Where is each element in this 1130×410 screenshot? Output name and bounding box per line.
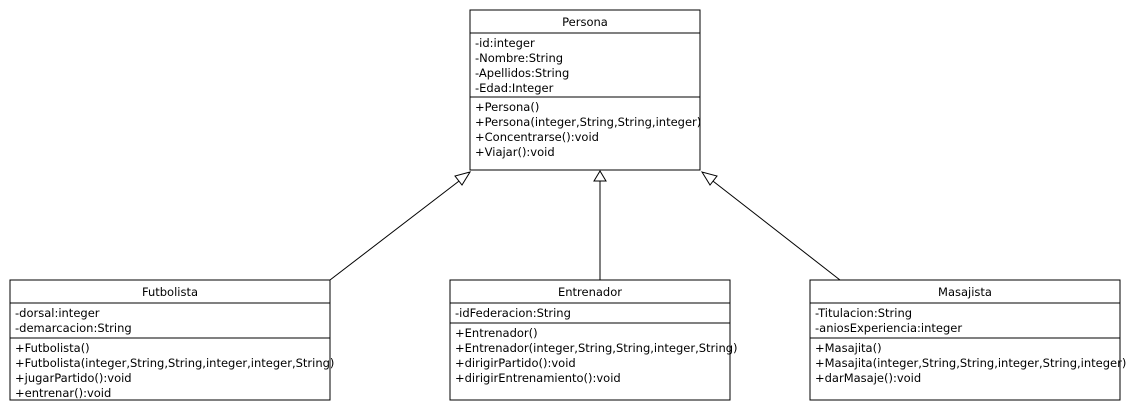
inheritance-arrowhead-masajista [700,171,718,186]
attribute: -Apellidos:String [475,66,569,80]
edge-masajista-persona [708,177,841,281]
method: +Entrenador(integer,String,String,intege… [455,341,738,355]
generalization-edges [329,170,841,281]
method: +entrenar():void [15,386,111,400]
attribute: -aniosExperiencia:integer [815,321,962,335]
method: +dirigirEntrenamiento():void [455,371,621,385]
method: +Masajita() [815,341,882,355]
class-name: Masajista [938,285,992,299]
method: +darMasaje():void [815,371,921,385]
method: +Viajar():void [475,145,555,159]
class-name: Futbolista [142,285,198,299]
attribute: -demarcacion:String [15,321,132,335]
attribute: -idFederacion:String [455,306,571,320]
class-masajista[interactable]: Masajista -Titulacion:String -aniosExper… [809,279,1126,401]
attribute: -Nombre:String [475,51,563,65]
class-futbolista[interactable]: Futbolista -dorsal:integer -demarcacion:… [9,279,334,401]
method: +Concentrarse():void [475,130,599,144]
method: +Entrenador() [455,326,538,340]
class-persona[interactable]: Persona -id:integer -Nombre:String -Apel… [469,9,701,171]
method: +Persona() [475,100,539,114]
method: +jugarPartido():void [15,371,132,385]
inheritance-arrowhead-futbolista [454,171,472,186]
class-name: Persona [562,15,608,29]
method: +Futbolista() [15,341,90,355]
attribute: -id:integer [475,36,535,50]
edge-futbolista-persona [329,177,464,281]
class-entrenador[interactable]: Entrenador -idFederacion:String +Entrena… [449,279,738,401]
method: +Masajita(integer,String,String,integer,… [815,356,1126,370]
method: +dirigirPartido():void [455,356,576,370]
attribute: -Edad:Integer [475,81,554,95]
class-name: Entrenador [558,285,622,299]
method: +Persona(integer,String,String,integer) [475,115,701,129]
attribute: -Titulacion:String [815,306,912,320]
inheritance-arrowhead-entrenador [593,170,607,182]
method: +Futbolista(integer,String,String,intege… [15,356,334,370]
attribute: -dorsal:integer [15,306,100,320]
